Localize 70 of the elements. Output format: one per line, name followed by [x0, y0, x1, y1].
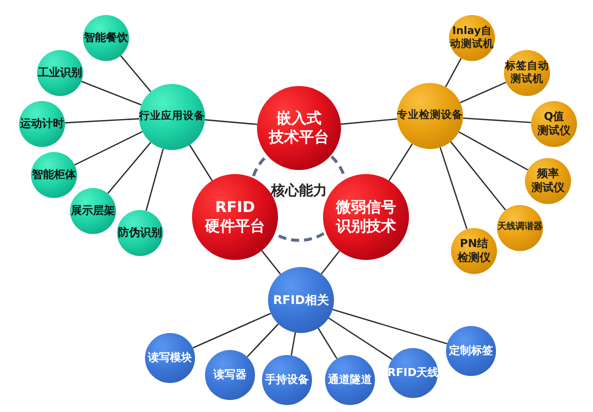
- bubble-label: RFID天线: [387, 366, 439, 380]
- bubble: [31, 152, 77, 198]
- connector-line: [81, 80, 142, 106]
- connector-line: [145, 148, 164, 211]
- connector-line: [107, 142, 152, 194]
- connector-line: [458, 131, 528, 170]
- bubble-label: 读写器: [214, 368, 246, 382]
- connector-line: [74, 131, 143, 166]
- connector-line: [320, 250, 340, 274]
- bubble-label: Inlay自动测试机: [450, 24, 494, 52]
- bubble: [525, 158, 571, 204]
- connector-line: [332, 308, 448, 344]
- connector-line: [318, 328, 338, 360]
- bubble-label: 嵌入式技术平台: [269, 109, 329, 147]
- bubble: [117, 210, 163, 256]
- bubble-label: 微弱信号识别技术: [336, 198, 396, 236]
- bubble: [451, 228, 497, 274]
- bubble-label: 定制标签: [449, 344, 493, 358]
- bubble-label: 读写模块: [148, 351, 192, 365]
- connector-line: [290, 332, 296, 356]
- bubble: [268, 267, 334, 333]
- bubble: [531, 101, 577, 147]
- bubble-label: 工业识别: [38, 66, 82, 80]
- connector-line: [445, 58, 462, 88]
- bubble-label: Q值测试仪: [538, 110, 570, 138]
- bubble: [70, 188, 116, 234]
- bubble-label: 频率测试仪: [532, 167, 564, 195]
- connector-line: [120, 55, 152, 92]
- bubble-label: 智能柜体: [32, 168, 76, 182]
- bubble-label: 智能餐饮: [84, 31, 128, 45]
- connector-line: [246, 324, 279, 358]
- connector-line: [462, 117, 532, 124]
- bubble: [205, 350, 255, 400]
- bubble: [449, 15, 495, 61]
- connector-line: [64, 118, 140, 124]
- bubble-label: 标签自动测试机: [505, 60, 549, 86]
- bubble: [139, 84, 205, 150]
- connector-line: [204, 119, 258, 126]
- connector-line: [192, 312, 272, 348]
- bubble-label: 手持设备: [265, 373, 309, 387]
- bubble-label: RFID相关: [273, 292, 329, 308]
- bubble-label: 展示层架: [71, 204, 115, 218]
- connector-line: [328, 317, 392, 360]
- bubble-label: 天线调谐器: [498, 222, 542, 234]
- bubble: [325, 355, 375, 405]
- bubble: [446, 326, 496, 376]
- connector-line: [388, 144, 413, 182]
- bubble-label: 通道隧道: [328, 373, 372, 387]
- bubble-label: RFID硬件平台: [205, 198, 265, 236]
- connector-line: [440, 147, 468, 230]
- bubble: [19, 101, 65, 147]
- bubble: [388, 348, 438, 398]
- connector-line: [189, 144, 213, 181]
- connector-line: [261, 250, 281, 275]
- bubble-label: PN结检测仪: [458, 237, 490, 265]
- bubble: [83, 15, 129, 61]
- center-label: 核心能力: [271, 183, 327, 201]
- bubble-label: 防伪识别: [118, 226, 162, 240]
- bubble: [262, 355, 312, 405]
- bubble-label: 行业应用设备: [139, 110, 205, 124]
- bubble: [504, 50, 550, 96]
- bubble-label: 专业检测设备: [397, 109, 463, 123]
- bubble-label: 运动计时: [20, 117, 64, 131]
- bubble: [397, 83, 463, 149]
- bubble: [145, 333, 195, 383]
- connector-line: [340, 118, 398, 125]
- bubble: [497, 205, 543, 251]
- connector-line: [460, 82, 506, 104]
- connector-line: [450, 141, 506, 210]
- bubble: [37, 50, 83, 96]
